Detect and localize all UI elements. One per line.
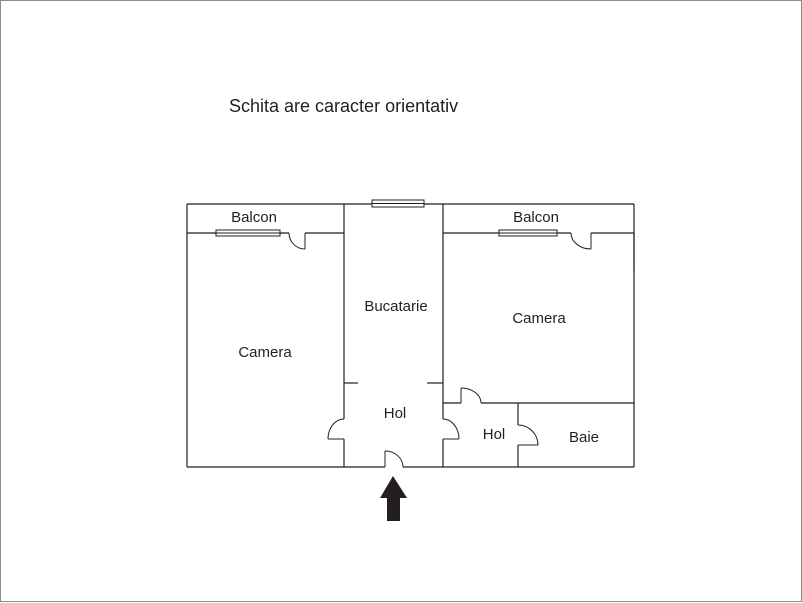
room-label-bathroom: Baie (569, 429, 599, 446)
up-arrow-icon (380, 476, 407, 521)
interior-walls (187, 204, 635, 467)
room-label-room-left: Camera (238, 344, 292, 361)
room-label-balcony-left: Balcon (231, 209, 277, 226)
windows (215, 199, 558, 237)
room-label-balcony-right: Balcon (513, 209, 559, 226)
room-label-kitchen: Bucatarie (364, 298, 427, 315)
room-label-hall-main: Hol (384, 405, 407, 422)
doors (288, 232, 592, 468)
plan-note: Schita are caracter orientativ (229, 96, 458, 116)
outer-walls (186, 203, 635, 468)
room-label-hall-small: Hol (483, 426, 506, 443)
room-label-room-right: Camera (512, 310, 566, 327)
